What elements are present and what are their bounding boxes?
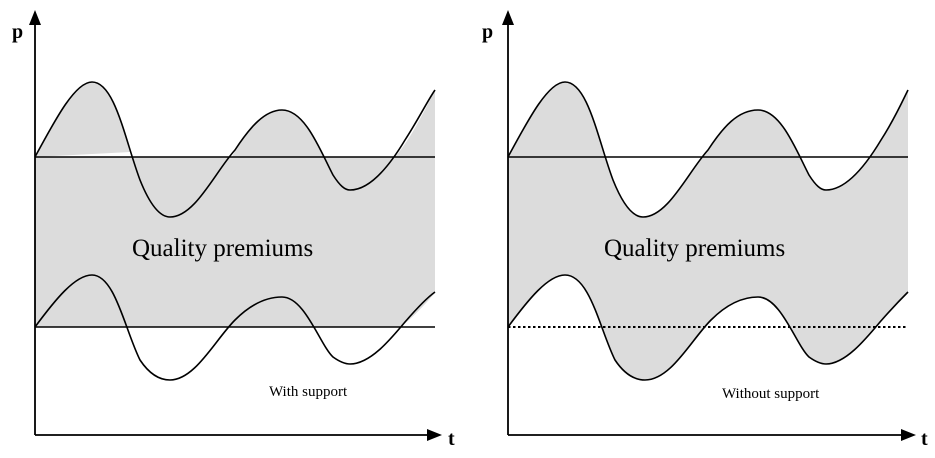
x-axis-label: t bbox=[448, 428, 455, 450]
lower-bump-fill-2 bbox=[223, 297, 318, 327]
y-axis-arrow-icon bbox=[502, 10, 514, 25]
region-label: Quality premiums bbox=[132, 235, 313, 262]
panel-without-support: p t Quality premiums Without support bbox=[482, 10, 928, 450]
x-axis-arrow-icon bbox=[901, 429, 916, 441]
upper-price-curve bbox=[34, 81, 436, 218]
panel-caption: Without support bbox=[722, 386, 820, 402]
x-axis-arrow-icon bbox=[427, 429, 442, 441]
shaded-region-main bbox=[35, 157, 435, 327]
y-axis-label: p bbox=[12, 21, 23, 43]
region-label: Quality premiums bbox=[604, 235, 785, 262]
lower-price-curve bbox=[34, 274, 436, 381]
shaded-region-upper bbox=[35, 82, 130, 157]
panel-caption: With support bbox=[269, 384, 348, 400]
y-axis-label: p bbox=[482, 21, 493, 43]
shaded-region-full bbox=[508, 82, 908, 380]
y-axis-arrow-icon bbox=[29, 10, 41, 25]
lower-bump-fill-1 bbox=[35, 275, 122, 327]
upper-price-curve bbox=[507, 81, 909, 218]
lower-price-curve bbox=[507, 274, 909, 381]
panel-with-support: p t Quality premiums With support bbox=[12, 10, 455, 450]
x-axis-label: t bbox=[921, 428, 928, 450]
